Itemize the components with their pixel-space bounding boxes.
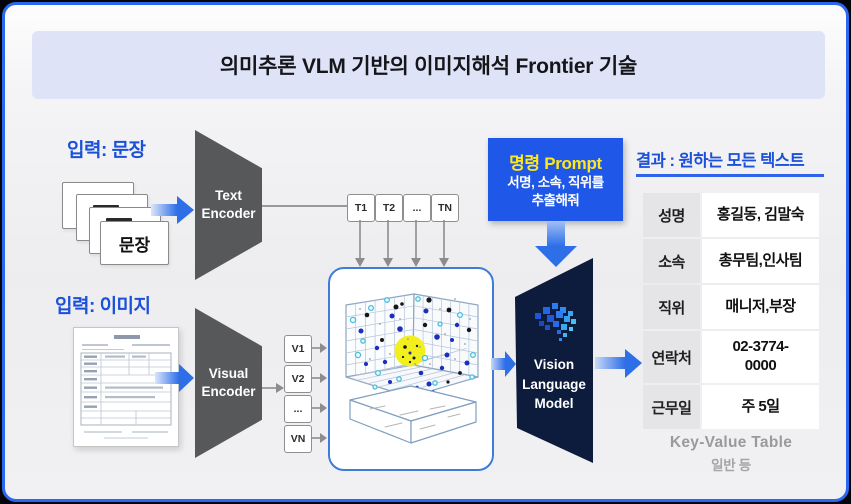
arrow-tn-down-icon <box>439 220 449 267</box>
page-title: 의미추론 VLM 기반의 이미지해석 Frontier 기술 <box>219 55 638 78</box>
embedding-space-plot-icon <box>345 293 479 444</box>
arrow-v2-right-icon <box>311 373 327 383</box>
text-encoder-block: Text Encoder <box>195 130 262 280</box>
table-row: 근무일 주 5일 <box>643 385 819 429</box>
token-label: T1 <box>354 202 368 214</box>
vlm-label-line-1: Vision <box>533 357 575 372</box>
token-label: V2 <box>291 373 305 385</box>
table-caption-line-2: 일반 등 <box>711 458 751 473</box>
result-heading: 결과 : 원하는 모든 텍스트 <box>636 152 805 170</box>
prompt-box: 명령 Prompt 서명, 소속, 직위를 추출해줘 <box>488 138 623 221</box>
arrow-image-to-visual-encoder-icon <box>155 364 194 392</box>
arrow-vlm-to-result-icon <box>595 349 642 378</box>
table-value: 매니저,부장 <box>702 285 819 329</box>
table-key: 직위 <box>643 285 700 329</box>
embedding-space-box <box>328 267 494 471</box>
token-box-tdots: ... <box>403 194 431 222</box>
result-heading-underline <box>636 174 824 177</box>
arrow-t2-down-icon <box>383 220 393 267</box>
arrow-plot-to-vlm-icon <box>491 351 516 377</box>
table-value: 총무팀,인사팀 <box>702 239 819 283</box>
token-box-vn: VN <box>284 425 312 453</box>
table-value: 홍길동, 김말숙 <box>702 193 819 237</box>
input-document-image <box>73 327 179 447</box>
prompt-line-1: 서명, 소속, 직위를 <box>507 175 604 191</box>
token-box-v1: V1 <box>284 335 312 363</box>
vlm-label-line-2: Language <box>522 376 586 392</box>
arrow-visual-encoder-out-icon <box>262 383 284 393</box>
vlm-label: Vision Language Model <box>522 355 586 414</box>
title-bar: 의미추론 VLM 기반의 이미지해석 Frontier 기술 <box>32 31 825 99</box>
table-row: 직위 매니저,부장 <box>643 285 819 329</box>
arrow-v1-right-icon <box>311 343 327 353</box>
token-label: ... <box>293 403 303 415</box>
table-key: 성명 <box>643 193 700 237</box>
table-value: 02-3774- 0000 <box>702 331 819 383</box>
image-input-label: 입력: 이미지 <box>55 296 151 317</box>
token-box-tn: TN <box>431 194 459 222</box>
token-label: T2 <box>382 202 396 214</box>
table-caption: Key-Value Table 일반 등 <box>633 434 829 474</box>
table-key: 연락처 <box>643 331 700 383</box>
arrow-tdots-down-icon <box>411 220 421 267</box>
token-box-t2: T2 <box>375 194 403 222</box>
prompt-line-2: 추출해줘 <box>531 193 580 208</box>
sentence-card-stack: 문장 <box>62 182 172 268</box>
token-box-t1: T1 <box>347 194 375 222</box>
visual-encoder-block: Visual Encoder <box>195 308 262 458</box>
token-label: TN <box>438 202 452 214</box>
arrow-vdots-right-icon <box>311 403 327 413</box>
text-encoder-label: Text Encoder <box>201 187 256 221</box>
text-input-label: 입력: 문장 <box>67 140 146 161</box>
sentence-card-label: 문장 <box>118 235 151 255</box>
arrow-prompt-to-vlm-icon <box>535 222 577 267</box>
prompt-title: 명령 Prompt <box>509 154 602 174</box>
arrow-t1-down-icon <box>355 220 365 267</box>
token-box-v2: V2 <box>284 365 312 393</box>
arrow-vn-right-icon <box>311 433 327 443</box>
vlm-content: Vision Language Model <box>510 299 598 414</box>
table-caption-line-1: Key-Value Table <box>669 434 793 451</box>
table-value: 주 5일 <box>702 385 819 429</box>
table-key: 근무일 <box>643 385 700 429</box>
sentence-card-front: 문장 <box>100 221 169 265</box>
table-row: 연락처 02-3774- 0000 <box>643 331 819 383</box>
pixel-brain-icon <box>535 303 576 341</box>
vlm-panel <box>515 258 593 463</box>
token-label: VN <box>290 433 306 445</box>
key-value-table: 성명 홍길동, 김말숙 소속 총무팀,인사팀 직위 매니저,부장 연락처 02-… <box>643 193 819 429</box>
table-row: 소속 총무팀,인사팀 <box>643 239 819 283</box>
token-label: V1 <box>291 343 305 355</box>
table-key: 소속 <box>643 239 700 283</box>
token-box-vdots: ... <box>284 395 312 423</box>
table-row: 성명 홍길동, 김말숙 <box>643 193 819 237</box>
text-encoder-connector-line <box>262 205 347 207</box>
document-form-icon <box>80 335 172 439</box>
token-label: ... <box>412 202 422 214</box>
arrow-sentence-to-text-encoder-icon <box>151 196 194 224</box>
visual-encoder-label: Visual Encoder <box>201 365 256 399</box>
vlm-label-line-3: Model <box>534 396 574 412</box>
